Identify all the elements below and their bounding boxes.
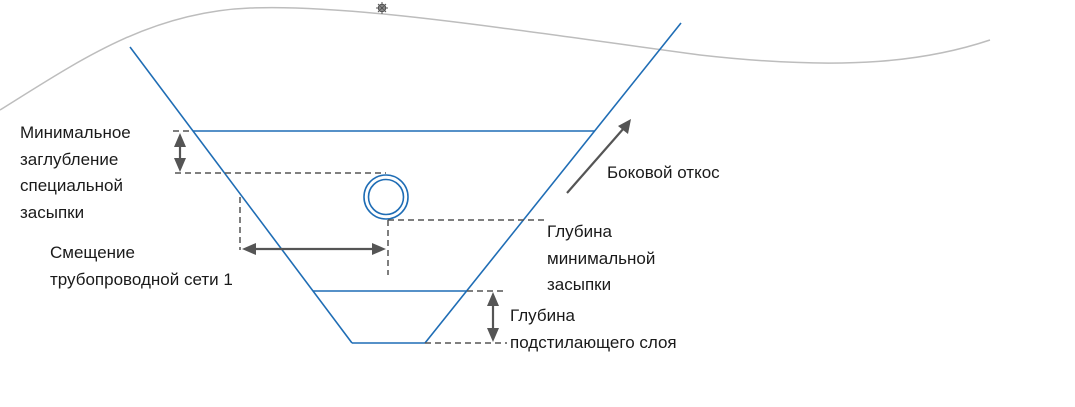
bedding-depth-label: Глубина подстилающего слоя xyxy=(510,303,677,356)
label-line: трубопроводной сети 1 xyxy=(50,269,233,289)
min-backfill-depth-label: Глубина минимальной засыпки xyxy=(547,219,655,299)
offset-label: Смещение трубопроводной сети 1 xyxy=(50,240,233,293)
label-line: засыпки xyxy=(547,275,612,294)
label-line: Глубина xyxy=(510,306,575,325)
label-line: засыпки xyxy=(20,202,85,222)
label-line: Минимальное xyxy=(20,123,131,142)
label-line: минимальной xyxy=(547,248,656,268)
label-line: Смещение xyxy=(50,243,136,262)
trench-outline xyxy=(129,22,682,344)
pipe xyxy=(363,174,409,220)
min-cover-label: Минимальное заглубление специальной засы… xyxy=(20,120,131,226)
label-line: заглубление xyxy=(20,149,119,169)
label-line: специальной xyxy=(20,176,123,195)
label-line: Глубина xyxy=(547,222,612,241)
dimension-guides xyxy=(173,130,547,344)
label-line: подстилающего слоя xyxy=(510,332,677,352)
dimension-arrows xyxy=(174,119,631,342)
side-slope-label: Боковой откос xyxy=(607,163,720,182)
ground-surface-line xyxy=(0,6,991,111)
gear-icon xyxy=(376,2,388,14)
